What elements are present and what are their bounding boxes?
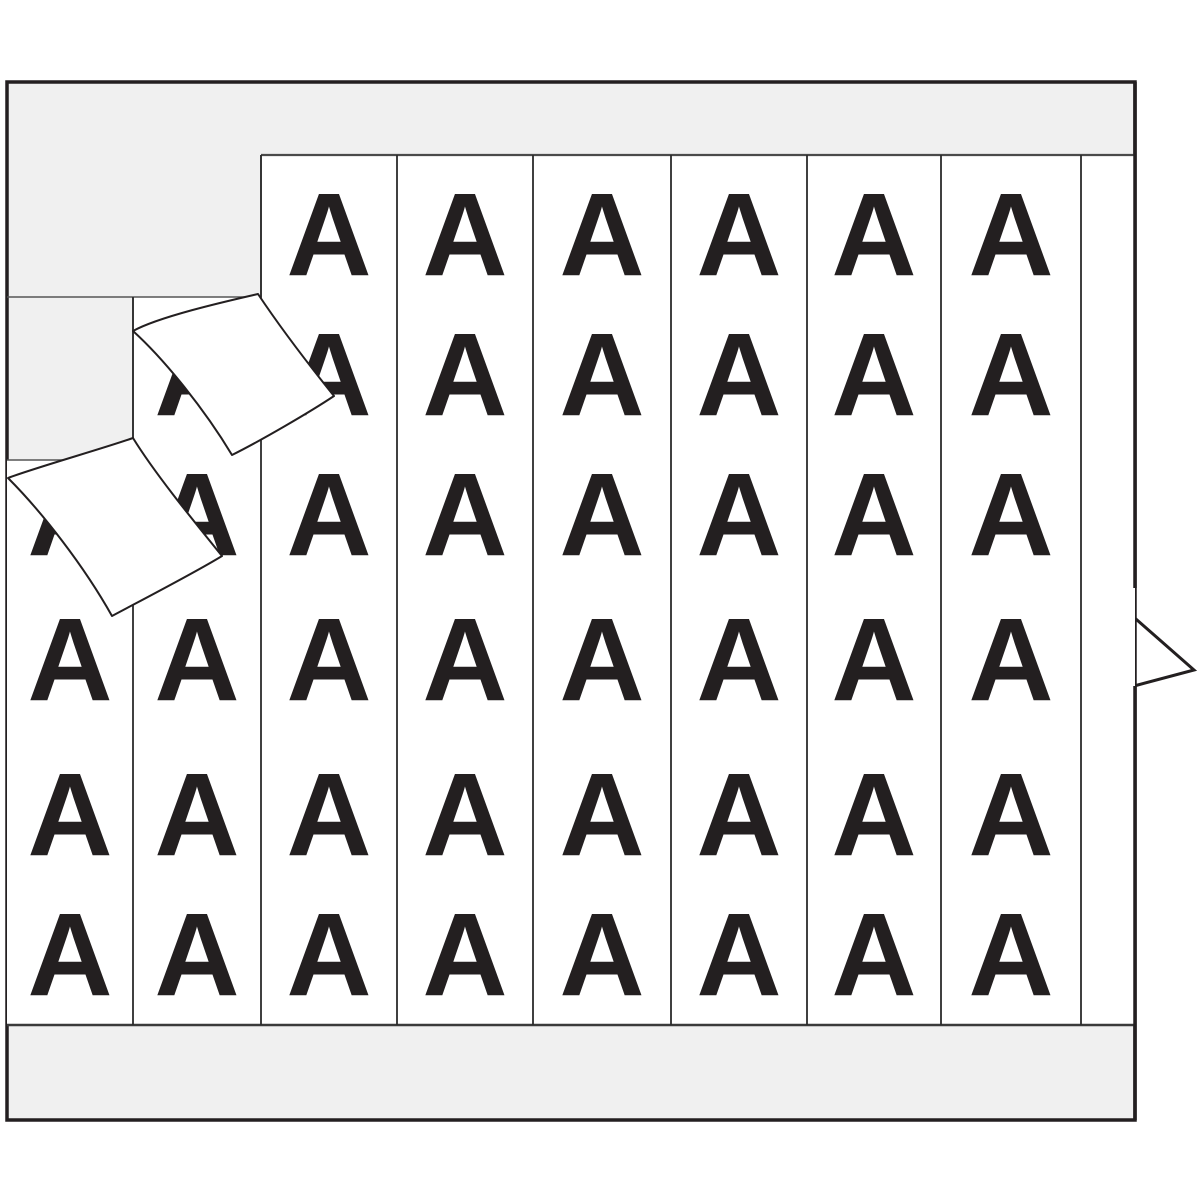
column-dividers (132, 155, 1082, 1025)
label-letter-r6-c3: A (286, 889, 371, 1021)
label-letter-r1-c7: A (831, 169, 916, 301)
label-letter-r5-c1: A (27, 749, 112, 881)
label-letter-r2-c7: A (831, 309, 916, 441)
label-letter-r3-c3: A (286, 449, 371, 581)
label-letter-r6-c2: A (154, 889, 239, 1021)
label-letter-r6-c5: A (559, 889, 644, 1021)
peeled-labels (7, 293, 335, 617)
label-letter-r2-c8: A (968, 309, 1053, 441)
label-letter-r6-c8: A (968, 889, 1053, 1021)
label-letter-r5-c4: A (422, 749, 507, 881)
peeled-label-upper[interactable] (132, 293, 335, 456)
label-letter-r4-c3: A (286, 594, 371, 726)
label-letter-r4-c1: A (27, 594, 112, 726)
label-letter-r4-c7: A (831, 594, 916, 726)
label-letter-r6-c1: A (27, 889, 112, 1021)
label-letter-r5-c5: A (559, 749, 644, 881)
label-letter-r4-c2: A (154, 594, 239, 726)
label-letter-r6-c6: A (696, 889, 781, 1021)
label-letter-r5-c3: A (286, 749, 371, 881)
label-letter-r6-c4: A (422, 889, 507, 1021)
label-letter-r4-c5: A (559, 594, 644, 726)
label-letter-r3-c5: A (559, 449, 644, 581)
label-letter-r2-c5: A (559, 309, 644, 441)
label-letter-r3-c7: A (831, 449, 916, 581)
peeled-label-lower[interactable] (7, 437, 223, 617)
label-letter-r1-c3: A (286, 169, 371, 301)
label-letter-r1-c8: A (968, 169, 1053, 301)
label-letter-r4-c8: A (968, 594, 1053, 726)
label-letter-r3-c4: A (422, 449, 507, 581)
label-letter-r5-c2: A (154, 749, 239, 881)
label-letter-r4-c4: A (422, 594, 507, 726)
label-letter-r5-c6: A (696, 749, 781, 881)
label-letter-r2-c6: A (696, 309, 781, 441)
label-letter-r1-c4: A (422, 169, 507, 301)
label-field-main (261, 155, 1135, 1025)
label-letter-r3-c6: A (696, 449, 781, 581)
label-letter-r5-c7: A (831, 749, 916, 881)
label-letter-r6-c7: A (831, 889, 916, 1021)
label-block-top-edge (7, 153, 1135, 1027)
label-letter-r4-c6: A (696, 594, 781, 726)
label-letter-r5-c8: A (968, 749, 1053, 881)
label-letter-r1-c6: A (696, 169, 781, 301)
label-letter-r1-c5: A (559, 169, 644, 301)
label-letter-r2-c4: A (422, 309, 507, 441)
label-letter-r3-c8: A (968, 449, 1053, 581)
